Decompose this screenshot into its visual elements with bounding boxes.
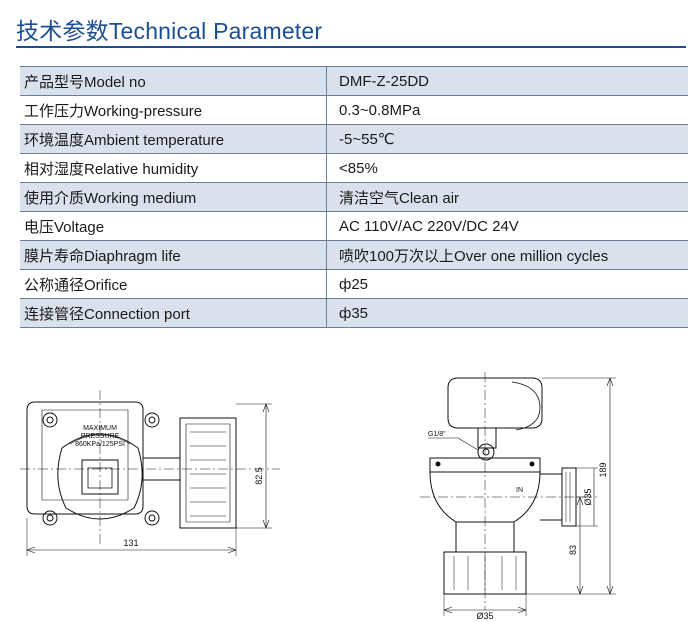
- pressure-label-line3: 860KPa/125PSI: [75, 441, 125, 448]
- param-value: ф35: [326, 298, 688, 328]
- inlet-label: IN: [516, 487, 523, 494]
- param-value: ф25: [326, 269, 688, 299]
- page-title: 技术参数Technical Parameter: [16, 18, 323, 44]
- dim-lower-height-label: 83: [568, 545, 578, 555]
- dim-width-label: 131: [123, 538, 138, 548]
- param-value: DMF-Z-25DD: [326, 66, 688, 96]
- dim-inlet-dia-label: Ø35: [583, 488, 593, 505]
- dim-height-label: 82.5: [254, 467, 264, 485]
- param-row: 相对湿度Relative humidity<85%: [20, 153, 688, 183]
- param-value: -5~55℃: [326, 124, 688, 154]
- side-view-drawing: [420, 372, 616, 616]
- param-label: 相对湿度Relative humidity: [20, 153, 327, 183]
- param-value: AC 110V/AC 220V/DC 24V: [326, 211, 688, 241]
- param-label: 使用介质Working medium: [20, 182, 327, 212]
- param-value: <85%: [326, 153, 688, 183]
- param-label: 膜片寿命Diaphragm life: [20, 240, 327, 270]
- param-value: 清洁空气Clean air: [326, 182, 688, 212]
- dim-outlet-dia-label: Ø35: [476, 611, 493, 621]
- pressure-label-line2: PRESSURE: [81, 433, 120, 440]
- top-view-drawing: [20, 390, 280, 556]
- pressure-label-line1: MAXIMUM: [83, 425, 117, 432]
- param-row: 环境温度Ambient temperature-5~55℃: [20, 124, 688, 154]
- param-label: 公称通径Orifice: [20, 269, 327, 299]
- param-label: 连接管径Connection port: [20, 298, 327, 328]
- dim-total-height-label: 189: [598, 462, 608, 477]
- param-label: 环境温度Ambient temperature: [20, 124, 327, 154]
- port-label: G1/8": [428, 431, 446, 438]
- title-divider: [16, 46, 686, 48]
- param-label: 电压Voltage: [20, 211, 327, 241]
- technical-drawing: MAXIMUM PRESSURE 860KPa/125PSI 82.5 131 …: [20, 372, 616, 621]
- param-label: 工作压力Working-pressure: [20, 95, 327, 125]
- param-value: 喷吹100万次以上Over one million cycles: [326, 240, 688, 270]
- param-value: 0.3~0.8MPa: [326, 95, 688, 125]
- param-label: 产品型号Model no: [20, 66, 327, 96]
